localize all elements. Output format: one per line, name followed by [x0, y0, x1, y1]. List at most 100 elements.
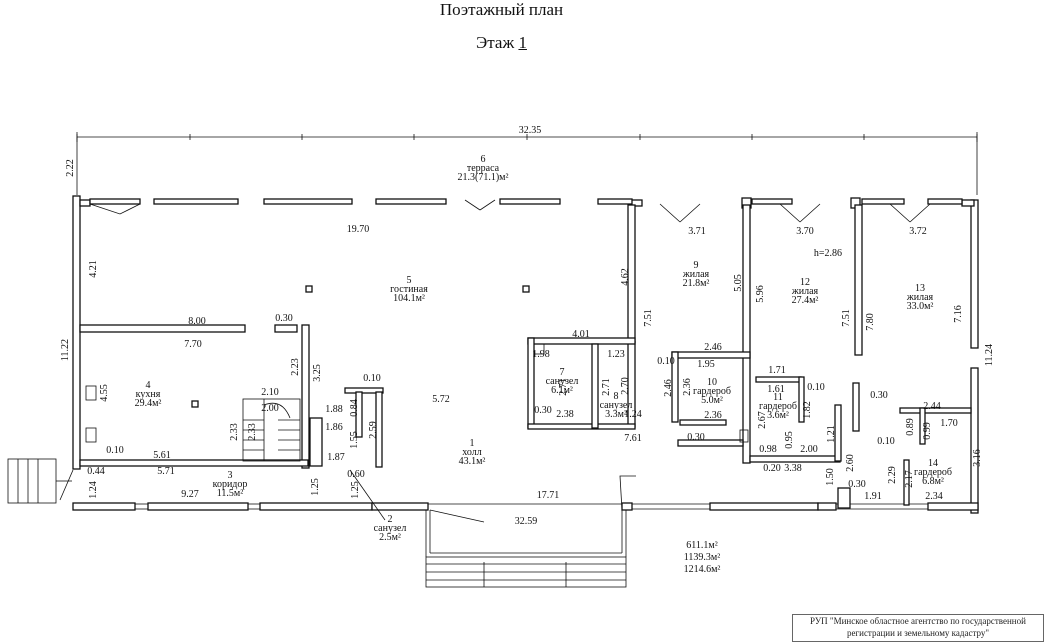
dimension-label: 7.80	[865, 313, 876, 331]
dimension-label: 32.35	[519, 125, 542, 136]
room-name: санузел	[374, 523, 407, 534]
floor-prefix: Этаж	[476, 33, 515, 52]
dimension-label: 32.59	[515, 516, 538, 527]
room-name: жилая	[682, 269, 710, 280]
room-name: коридор	[213, 479, 248, 490]
room-area: 3.3м²	[605, 409, 627, 420]
dimension-label: 1.50	[825, 468, 836, 486]
dimension-label: 1.88	[325, 404, 343, 415]
room-num: 8	[614, 391, 619, 402]
dimension-label: 2.70	[620, 377, 631, 395]
dimension-label: 0.30	[870, 390, 888, 401]
dimension-label: h=2.86	[814, 248, 842, 259]
room-num: 1	[470, 438, 475, 449]
outer-walls	[72, 195, 979, 514]
dimension-label: 0.30	[275, 313, 293, 324]
room-num: 6	[481, 154, 486, 165]
dimension-label: 2.36	[682, 378, 693, 396]
room-name: кухня	[136, 389, 161, 400]
dimension-label: 2.60	[845, 454, 856, 472]
dimension-label: 1.98	[532, 349, 550, 360]
dimension-label: 1.70	[940, 418, 958, 429]
dimension-label: 5.71	[157, 466, 175, 477]
room-area: 2.5м²	[379, 532, 401, 543]
dimension-label: 1.25	[350, 481, 361, 499]
dimension-label: 5.72	[432, 394, 450, 405]
dimension-label: 0.30	[534, 405, 552, 416]
dimension-label: 7.70	[184, 339, 202, 350]
total-area-1: 611.1м²	[686, 540, 717, 551]
interior-walls	[79, 204, 972, 509]
dimension-label: 3.72	[909, 226, 927, 237]
floor-label: Этаж 1	[0, 33, 1033, 53]
dimension-label: 1.23	[607, 349, 625, 360]
dimension-label: 0.84	[349, 399, 360, 417]
room-area: 33.0м²	[907, 301, 934, 312]
room-num: 5	[407, 275, 412, 286]
dimension-label: 4.21	[88, 260, 99, 278]
room-area: 6.1м²	[551, 385, 573, 396]
fixtures	[85, 285, 749, 443]
dimension-label: 7.61	[624, 433, 642, 444]
entrance-porch	[7, 458, 636, 588]
room-area: 21.3(71.1)м²	[458, 172, 509, 183]
dimension-label: 0.10	[807, 382, 825, 393]
dimension-label: 0.98	[759, 444, 777, 455]
dimension-label: 2.44	[923, 401, 941, 412]
agency-stamp: РУП "Минское областное агентство по госу…	[792, 614, 1044, 642]
dimension-label: 3.25	[312, 364, 323, 382]
room-name: санузел	[600, 400, 633, 411]
dimension-label: 5.05	[733, 274, 744, 292]
dimension-label: 1.25	[310, 478, 321, 496]
dimension-label: 2.23	[290, 358, 301, 376]
dimension-label: 2.17	[904, 470, 915, 488]
dimension-label: 2.36	[704, 410, 722, 421]
dimension-label: 0.99	[922, 422, 933, 440]
dimension-label: 0.30	[848, 479, 866, 490]
dimension-label: 0.89	[905, 418, 916, 436]
dimension-label: 2.46	[663, 379, 674, 397]
dimension-label: 5.96	[755, 285, 766, 303]
room-num: 3	[228, 470, 233, 481]
dimension-label: 1.87	[327, 452, 345, 463]
room-area: 3.6м²	[767, 410, 789, 421]
room-num: 13	[915, 283, 925, 294]
dimension-label: 7.51	[841, 309, 852, 327]
room-name: гардероб	[693, 386, 731, 397]
dimension-label: 0.30	[687, 432, 705, 443]
dimension-label: 8.00	[188, 316, 206, 327]
dimension-label: 2.29	[887, 466, 898, 484]
stamp-line-1: РУП "Минское областное агентство по госу…	[810, 616, 1026, 626]
dimension-label: 3.71	[688, 226, 706, 237]
dimension-label: 4.55	[99, 384, 110, 402]
dimension-label: 2.38	[556, 409, 574, 420]
dimension-label: 4.01	[572, 329, 590, 340]
dimension-label: 2.00	[800, 444, 818, 455]
dimension-label: 2.71	[558, 378, 569, 396]
dimension-label: 1.91	[864, 491, 882, 502]
room-area: 11.5м²	[217, 488, 243, 499]
dimension-label: 2.46	[704, 342, 722, 353]
dimension-label: 0.10	[363, 373, 381, 384]
dimension-label: 1.21	[826, 425, 837, 443]
room-area: 5.0м²	[701, 395, 723, 406]
floor-number: 1	[518, 33, 527, 52]
room-area: 104.1м²	[393, 293, 425, 304]
terrace-outline	[76, 132, 978, 195]
room-num: 2	[388, 514, 393, 525]
room-name: гостиная	[390, 284, 428, 295]
dimension-label: 2.67	[757, 411, 768, 429]
room-num: 4	[146, 380, 151, 391]
top-windows	[89, 198, 963, 223]
